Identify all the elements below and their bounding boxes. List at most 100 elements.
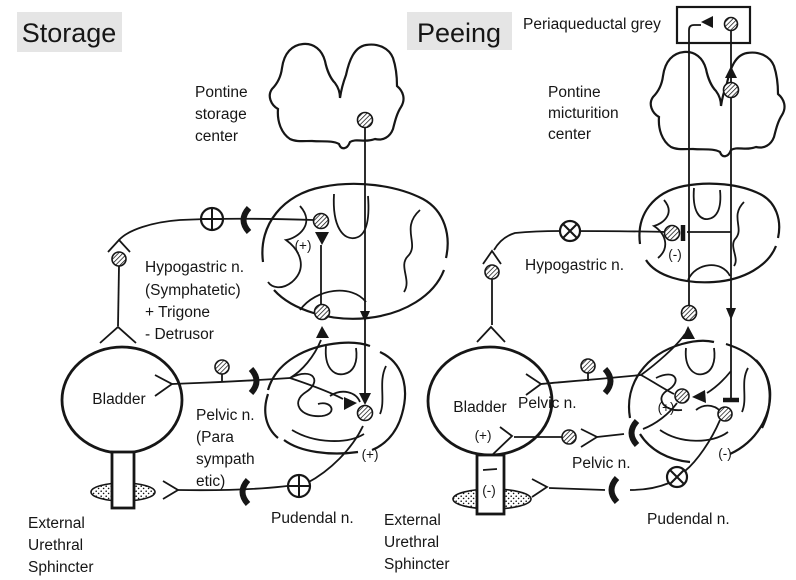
pelvic-afferent-label: Pelvic n.: [518, 395, 577, 412]
hypogastric-label-2: (Symphatetic): [145, 282, 241, 299]
pontine-storage-label-2: storage: [195, 106, 247, 123]
excitatory-synapse-icon: [316, 326, 329, 338]
nerve-ending-fork: [488, 426, 514, 459]
sign-urethra: (-): [482, 483, 496, 498]
inhibited-junction-icon: [558, 219, 582, 243]
hypogastric-label-3: + Trigone: [145, 304, 210, 321]
sphincter-label-2: Urethral: [28, 537, 83, 554]
nerve-ending-fork: [476, 325, 506, 343]
postganglionic-axon-storage: [117, 265, 120, 327]
hypogastric-nerve-peeing: [493, 230, 666, 251]
pudendal-nerve-distal: [548, 487, 606, 491]
pudendal-motoneuron-icon: [356, 404, 374, 422]
pudendal-label-storage: Pudendal n.: [271, 510, 354, 527]
pontine-micturition-label-1: Pontine: [548, 84, 601, 101]
pelvic-label-4: etic): [196, 473, 225, 490]
pelvic-efferent-label: Pelvic n.: [572, 455, 631, 472]
pudendal-label-peeing: Pudendal n.: [647, 511, 730, 528]
parasympathetic-neuron-icon: [674, 388, 690, 404]
afferent-sacral-branch-storage: [289, 377, 344, 400]
pontine-storage-neuron-icon: [356, 111, 374, 129]
storage-title: Storage: [22, 18, 117, 48]
pontine-micturition-label-3: center: [548, 126, 591, 143]
excitatory-branch-detrusor: [706, 370, 732, 394]
excitatory-synapse-icon: [359, 393, 371, 405]
sphincter-label-3: Sphincter: [28, 559, 93, 576]
sympathetic-ganglion-icon: [484, 264, 500, 280]
sign-bladder-wall: (+): [475, 428, 492, 443]
periaqueductal-grey-box: [675, 5, 752, 45]
excitatory-synapse-icon: [725, 66, 737, 78]
periaqueductal-label: Periaqueductal grey: [523, 16, 661, 33]
pudendal-axon-exit: [684, 419, 721, 472]
hypogastric-label-4: - Detrusor: [145, 326, 214, 343]
excitatory-synapse-icon: [701, 16, 713, 28]
pons-section-storage: [268, 42, 405, 150]
sphincter-label-peeing-1: External: [384, 512, 441, 529]
hypogastric-label-peeing: Hypogastric n.: [525, 257, 624, 274]
hypogastric-label-1: Hypogastric n.: [145, 259, 244, 276]
relay-neuron-icon: [313, 303, 331, 321]
bladder-label-storage: Bladder: [92, 391, 145, 408]
thoracolumbar-cord-storage: [261, 182, 449, 320]
ascending-axon-to-pag: [688, 24, 701, 306]
sympathetic-neuron-icon: [312, 212, 330, 230]
nerve-ending-fork: [580, 428, 599, 448]
peeing-title: Peeing: [417, 18, 501, 48]
sympathetic-ganglion-icon: [111, 251, 127, 267]
pontine-micturition-label-2: micturition: [548, 105, 619, 122]
excitatory-synapse-icon: [692, 390, 706, 403]
peeing-panel: Peeing Periaqueductal grey Pontine mictu…: [384, 5, 787, 573]
direction-arrow-icon: [360, 311, 370, 322]
pelvic-label-1: Pelvic n.: [196, 407, 255, 424]
peeing-title-box: [407, 12, 512, 50]
nerve-ending-fork: [99, 325, 137, 344]
excitatory-synapse-icon: [682, 326, 695, 339]
pelvic-nerve-storage: [171, 377, 291, 385]
sympathetic-neuron-icon: [663, 224, 681, 242]
afferent-ascending-branch-peeing: [640, 333, 686, 376]
pontine-storage-label-1: Pontine: [195, 84, 248, 101]
conduction-chevron-icon: [240, 205, 252, 235]
storage-panel: Storage Pontine storage center: [17, 12, 450, 576]
urethra-storage: [110, 450, 136, 510]
dorsal-root-ganglion-icon: [580, 358, 596, 374]
afferent-ascending-branch-storage: [289, 339, 322, 379]
conduction-chevron-icon: [239, 477, 251, 507]
pelvic-afferent-nerve-peeing: [540, 374, 642, 385]
conduction-chevron-icon: [628, 418, 640, 448]
pelvic-label-2: (Para: [196, 429, 234, 446]
sphincter-label-peeing-2: Urethral: [384, 534, 439, 551]
sacral-cord-peeing: [627, 338, 787, 466]
sign-sacral-storage: (+): [362, 447, 379, 462]
facilitated-junction-icon: [286, 473, 312, 499]
sign-sacral-detrusor: (+): [658, 400, 675, 415]
excitatory-synapse-icon: [344, 397, 357, 410]
inhibited-junction-icon: [665, 465, 689, 489]
sacral-cord-storage: [264, 341, 450, 498]
conduction-chevron-icon: [608, 475, 620, 505]
bladder-label-peeing: Bladder: [453, 399, 506, 416]
pelvic-label-3: sympath: [196, 451, 255, 468]
sign-sacral-sphincter: (-): [718, 446, 732, 461]
conduction-chevron-icon: [602, 366, 614, 396]
urethra-peeing: [475, 453, 506, 516]
nerve-ending-fork: [107, 238, 131, 253]
nerve-ending-fork: [162, 480, 180, 500]
sphincter-label-peeing-3: Sphincter: [384, 556, 449, 573]
conduction-chevron-icon: [248, 366, 260, 396]
pudendal-motoneuron-icon: [717, 406, 733, 422]
dorsal-root-ganglion-icon: [214, 359, 230, 375]
relay-neuron-icon: [680, 304, 698, 322]
pontine-micturition-neuron-icon: [722, 81, 740, 99]
afferent-sacral-branch-peeing: [640, 374, 675, 395]
sign-thoracolumbar-storage: (+): [295, 238, 312, 253]
hypogastric-nerve-storage: [118, 217, 315, 241]
pontine-storage-label-3: center: [195, 128, 238, 145]
pag-neuron-icon: [723, 16, 739, 32]
pelvic-efferent-exit: [642, 402, 678, 430]
pudendal-nerve-peeing: [629, 482, 670, 491]
sign-thoracolumbar-peeing: (-): [668, 247, 682, 262]
